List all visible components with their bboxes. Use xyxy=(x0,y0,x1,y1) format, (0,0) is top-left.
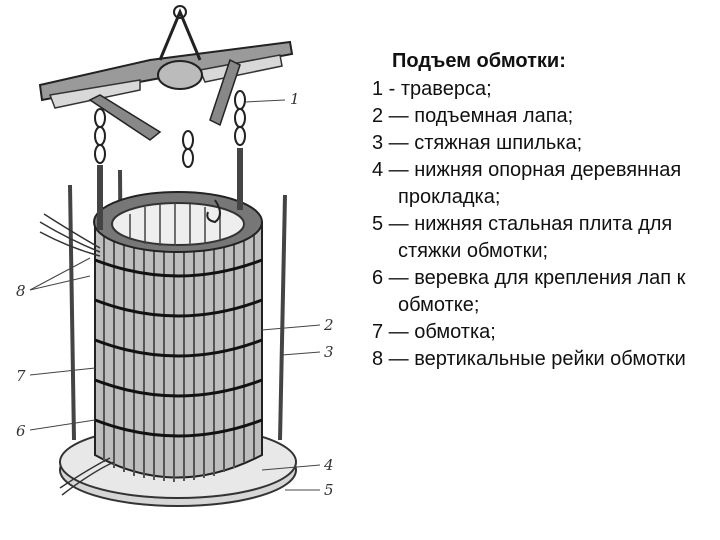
callout-5: 5 xyxy=(324,481,334,499)
legend-item-3: 3 — стяжная шпилька; xyxy=(372,132,583,154)
ropes xyxy=(39,213,115,496)
legend-item-1: 1 - траверса; xyxy=(372,78,492,100)
winding-cylinder xyxy=(93,191,263,482)
callout-3: 3 xyxy=(324,343,334,361)
callout-2: 2 xyxy=(323,316,334,334)
legend-item-5: 5 — нижняя стальная плита для стяжки обм… xyxy=(372,213,673,262)
leader-lines xyxy=(29,99,321,491)
callout-6: 6 xyxy=(16,422,26,440)
chains xyxy=(94,90,246,224)
winding-lift-illustration: 1 2 3 4 5 6 7 8 xyxy=(16,5,334,507)
legend-item-4: 4 — нижняя опорная деревянная прокладка; xyxy=(372,159,682,208)
legend: Подъем обмотки: 1 - траверса; 2 — подъем… xyxy=(372,46,712,373)
legend-item-8: 8 — вертикальные рейки обмотки xyxy=(372,348,686,370)
callout-7: 7 xyxy=(16,367,26,385)
callout-labels: 1 2 3 4 5 6 7 8 xyxy=(16,90,334,499)
lifting-lugs xyxy=(97,148,243,230)
callout-1: 1 xyxy=(290,90,300,108)
legend-item-6: 6 — веревка для крепления лап к обмотке; xyxy=(372,267,686,316)
legend-item-7: 7 — обмотка; xyxy=(372,321,496,343)
legend-item-2: 2 — подъемная лапа; xyxy=(372,105,574,127)
callout-4: 4 xyxy=(323,456,334,474)
callout-8: 8 xyxy=(16,282,26,300)
traverse xyxy=(38,5,294,141)
legend-title: Подъем обмотки: xyxy=(392,50,566,72)
